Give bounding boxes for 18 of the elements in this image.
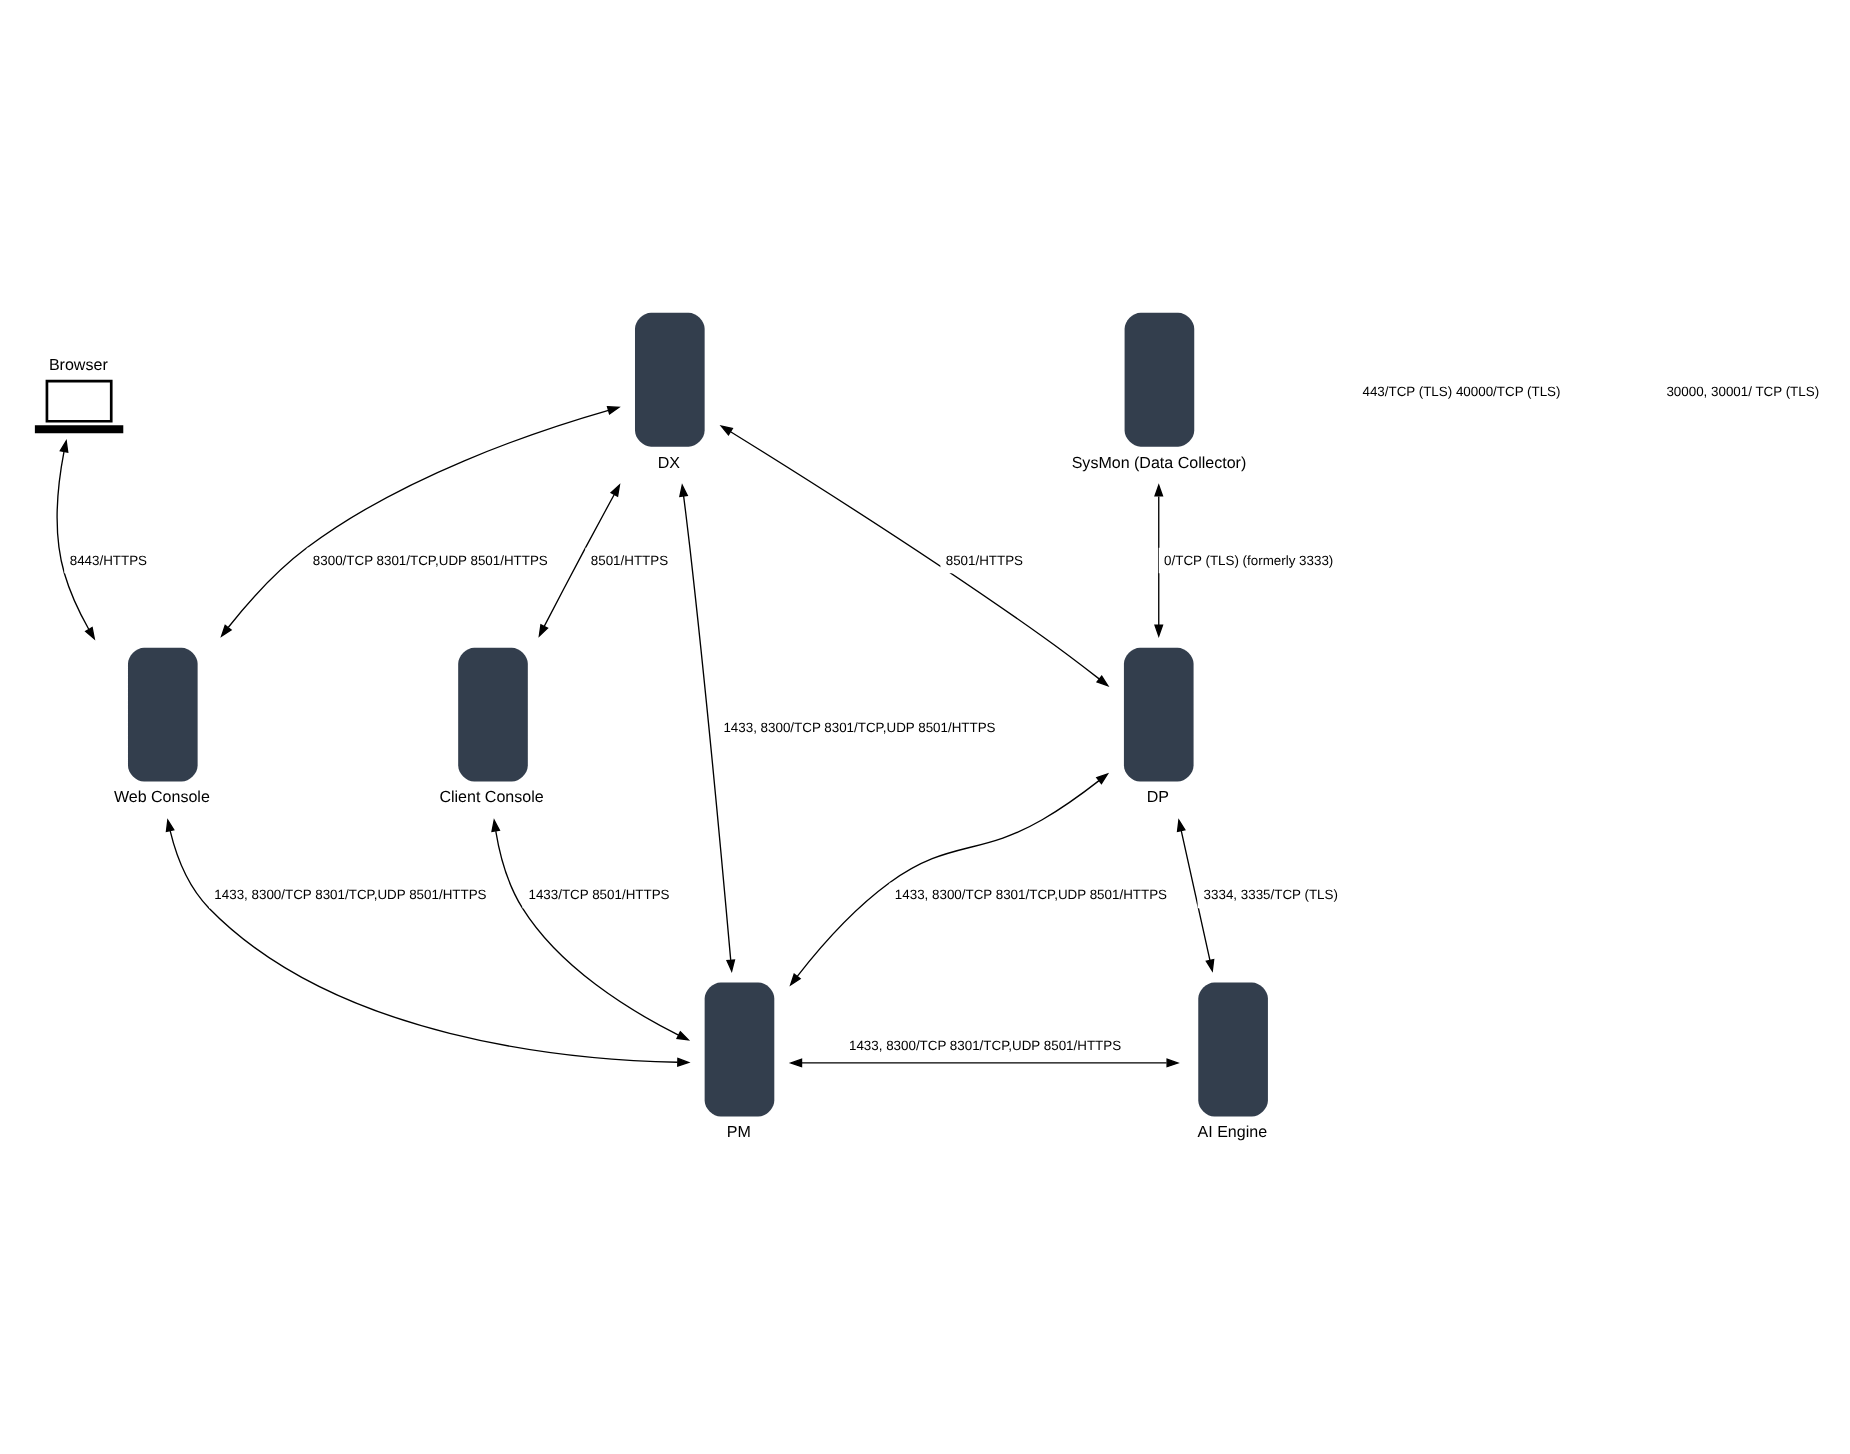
arrow	[538, 482, 621, 637]
arrow	[789, 771, 1110, 986]
node-box	[704, 981, 775, 1116]
arrow	[719, 423, 1110, 686]
arrow	[491, 817, 691, 1040]
arrow	[1154, 482, 1164, 637]
node-box	[458, 646, 528, 781]
arrow	[1176, 817, 1215, 972]
node-box	[1198, 981, 1268, 1116]
arrow	[56, 437, 96, 640]
node-box	[1124, 311, 1195, 446]
node-box	[128, 646, 198, 781]
arrow	[788, 1057, 1180, 1067]
node-box	[635, 311, 705, 446]
arrow	[165, 817, 691, 1066]
node-box	[1123, 646, 1194, 781]
arrow	[679, 482, 736, 972]
arrow	[220, 405, 621, 637]
